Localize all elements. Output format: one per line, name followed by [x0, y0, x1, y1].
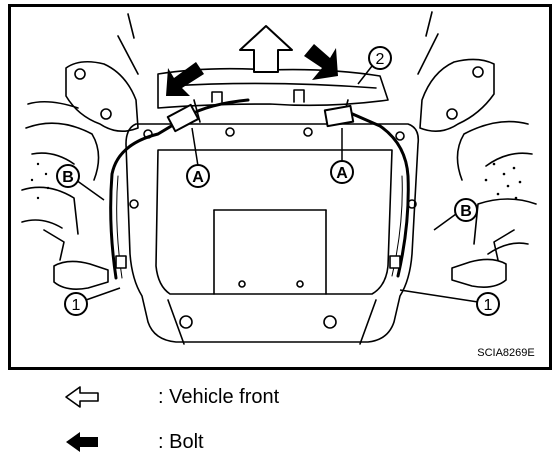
right-sensor-body [451, 258, 507, 288]
solid-arrow-left-icon [66, 432, 98, 452]
diagram-frame [8, 4, 552, 370]
front-tube [157, 67, 389, 109]
svg-text:1: 1 [484, 297, 493, 314]
oil-pan [125, 123, 420, 343]
left-sensor-harness [109, 98, 250, 280]
callout-a-right: A [330, 160, 354, 184]
right-sensor-harness [346, 110, 410, 278]
left-exhaust-manifold [65, 60, 139, 132]
vehicle-front-arrow-icon [239, 25, 293, 73]
svg-text:1: 1 [72, 297, 81, 314]
casting-texture [30, 162, 522, 200]
right-exhaust-manifold [419, 58, 495, 132]
pan-bolts [129, 127, 417, 329]
left-sensor-body [53, 260, 109, 290]
legend-vehicle-front-label: : Vehicle front [158, 385, 280, 408]
callout-2: 2 [368, 46, 392, 70]
bolt-arrow-right-icon [304, 44, 338, 80]
callout-1-right: 1 [476, 292, 500, 316]
engine-underside-diagram: A A B B 1 1 2 SCIA8269E [8, 4, 552, 370]
bolt-arrow-left-icon [166, 62, 204, 96]
figure-code: SCIA8269E [477, 347, 534, 359]
outline-arrow-left-icon [65, 386, 99, 408]
svg-text:A: A [192, 169, 204, 186]
svg-text:A: A [336, 165, 348, 182]
svg-text:B: B [460, 203, 472, 220]
left-connector [166, 103, 200, 133]
legend-bolt: : Bolt [60, 427, 204, 457]
callout-1-left: 1 [64, 292, 88, 316]
callout-b-right: B [454, 198, 478, 222]
callout-b-left: B [56, 164, 80, 188]
legend-bolt-label: : Bolt [158, 430, 204, 453]
oil-pan-recess [155, 149, 393, 295]
svg-text:B: B [62, 169, 74, 186]
right-connector [323, 104, 355, 128]
callout-a-left: A [186, 164, 210, 188]
svg-text:2: 2 [376, 51, 385, 68]
legend-vehicle-front: : Vehicle front [60, 382, 279, 412]
